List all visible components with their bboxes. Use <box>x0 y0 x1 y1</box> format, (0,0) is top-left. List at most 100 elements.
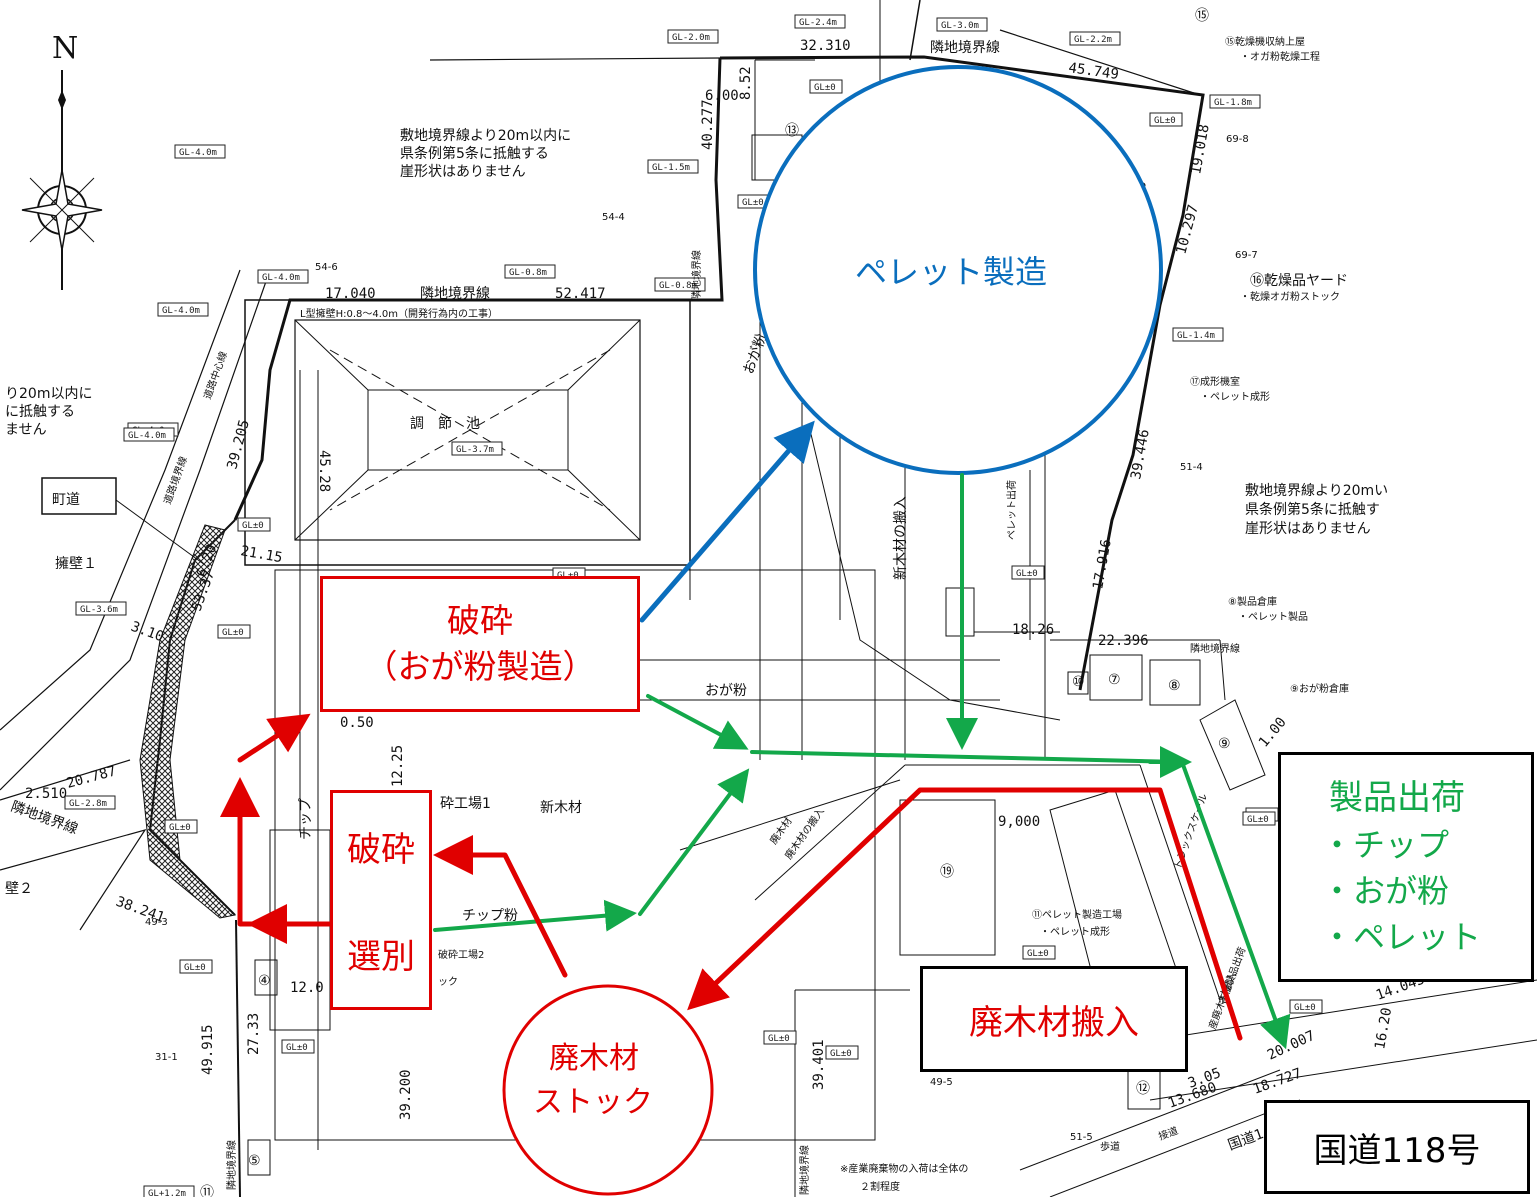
gl-tag: GL-3.0m <box>936 17 988 32</box>
gl-tag: GL±0 <box>237 517 271 532</box>
facility-number: ⑲ <box>940 864 954 880</box>
parcel-label: 49-3 <box>145 917 168 928</box>
dimension-label: 18.727 <box>1251 1065 1304 1097</box>
facility-11-label: ⑪ペレット製造工場 <box>1032 908 1122 921</box>
dimension-label: 27.33 <box>246 1013 262 1055</box>
facility-number: ⑮ <box>1195 8 1209 24</box>
crush-sort-line-1: 破砕 <box>347 830 415 870</box>
gl-tag-text: GL-4.0m <box>262 273 300 283</box>
dimension-label: 21.15 <box>239 543 283 566</box>
dimension-label: 32.310 <box>800 38 851 54</box>
gl-tag: GL-2.4m <box>794 14 846 29</box>
waste-stock-circle <box>502 984 714 1196</box>
gl-tag: GL±0 <box>164 819 198 834</box>
dimension-label: 45.28 <box>316 450 332 492</box>
facility-15-sub: ・オガ粉乾燥工程 <box>1240 50 1320 63</box>
dimension-label: 17.916 <box>1090 538 1115 591</box>
dimension-label: 2.510 <box>25 786 67 802</box>
flow-arrow-to-pellet <box>639 420 815 623</box>
facility-number: ④ <box>258 973 271 989</box>
parcel-label: 54-6 <box>315 262 338 273</box>
road-boundary-label: 道路境界線 <box>161 455 190 506</box>
dimension-label: 39.446 <box>1128 428 1153 481</box>
east-note-line-1: 敷地境界線より20mい <box>1245 483 1388 499</box>
north-note-line-1: 敷地境界線より20m以内に <box>400 128 571 144</box>
dimension-label: 12.0 <box>290 980 324 996</box>
gl-tag: GL-2.8m <box>64 795 116 810</box>
gl-tag-text: GL+1.2m <box>148 1189 186 1197</box>
dimension-label: 3.10 <box>129 619 166 646</box>
crush-factory-1-label: 砕工場1 <box>440 796 491 812</box>
gl-tag: GL-4.0m <box>123 427 175 442</box>
ship-box: 製品出荷 ・チップ ・おが粉 ・ペレット <box>1278 752 1534 982</box>
haiki-in-label: 廃木材の搬入 <box>782 805 827 862</box>
north-note-line-3: 崖形状はありません <box>400 164 526 180</box>
gl-tag: GL-0.8m <box>504 264 556 279</box>
facility-15-label: ⑮乾燥機収納上屋 <box>1225 35 1305 48</box>
flow-arrow-to-crush <box>237 713 311 763</box>
pellet-out-label: ペレット出荷 <box>1005 480 1018 540</box>
flow-arrow-ogako-out <box>646 694 749 750</box>
pond-label: 調 節 池 <box>410 415 480 432</box>
crush-ogako-line-1: 破砕 <box>447 601 513 640</box>
site-internal-lines <box>247 0 1537 1197</box>
dimension-label: 10.297 <box>1173 203 1202 256</box>
haiki-label: 廃木材 <box>767 815 795 847</box>
facility-number: ⑦ <box>1108 672 1121 688</box>
gl-tag: GL±0 <box>281 1039 315 1054</box>
gl-tag: GL-2.2m <box>1069 31 1121 46</box>
facility-17-label: ⑰成形機室 <box>1190 375 1240 388</box>
dimension-label: 9,000 <box>998 814 1040 830</box>
gl-tag: GL±0 <box>1289 999 1323 1014</box>
junction-label: 接道 <box>1157 1124 1180 1143</box>
chip-out-label: チップ粉 <box>462 908 518 924</box>
crush-sort-line-2: 選別 <box>347 937 415 977</box>
facility-16-sub: ・乾燥オガ粉ストック <box>1240 290 1340 303</box>
dimension-label: 52.417 <box>555 286 606 302</box>
flow-arrow-waste-in <box>687 787 1243 1041</box>
dimension-label: 22.396 <box>1098 633 1149 649</box>
gl-tag: GL±0 <box>217 624 251 639</box>
gl-tag-text: GL-4.0m <box>162 306 200 316</box>
facility-16-label: ⑯乾燥品ヤード <box>1250 273 1348 289</box>
boundary-label-3: 隣地境界線 <box>1190 642 1240 655</box>
gl-tag-text: GL±0 <box>1247 815 1269 825</box>
retaining-wall-hatch <box>139 524 237 919</box>
gl-tag-text: GL-4.0m <box>128 431 166 441</box>
ship-title: 製品出荷 <box>1329 778 1465 818</box>
gl-tag-text: GL-3.6m <box>80 605 118 615</box>
town-road-sign: 町道 <box>41 477 206 566</box>
compass-rose-icon: N <box>21 31 103 290</box>
gl-tag-text: GL-1.4m <box>1177 331 1215 341</box>
gl-tag: GL±0 <box>1149 112 1183 127</box>
gl-tag: GL+1.2m <box>143 1185 195 1197</box>
dimension-label: 19.018 <box>1188 123 1213 176</box>
boundary-label-2: 隣地境界線 <box>930 40 1000 56</box>
waste-in-label: 廃木材搬入 <box>969 1002 1139 1043</box>
waste-stock-line-2: ストック <box>533 1085 653 1120</box>
crush-ogako-line-2: （おが粉製造） <box>364 647 596 686</box>
crush-sort-box: 破砕 選別 <box>330 790 432 1010</box>
gl-tag-text: GL±0 <box>768 1034 790 1044</box>
gl-tag: GL-1.5m <box>647 159 699 174</box>
dimension-label: 1.00 <box>1256 714 1290 750</box>
bottom-note-line-1: ※産業廃棄物の入荷は全体の <box>840 1162 968 1175</box>
boundary-label-s: 隣地境界線 <box>798 1145 811 1195</box>
west-note-line-2: に抵触する <box>5 404 75 420</box>
l-wall-label: L型擁壁H:0.8～4.0m（開発行為内の工事） <box>300 307 498 320</box>
dimension-label: 49.915 <box>200 1024 216 1075</box>
gl-tag: GL-1.4m <box>1172 327 1224 342</box>
ship-item-chip: ・チップ <box>1321 826 1450 864</box>
gl-tag-text: GL±0 <box>1154 116 1176 126</box>
gl-tag-text: GL-0.8m <box>659 281 697 291</box>
town-road <box>0 269 271 931</box>
flow-arrow-sort-loop <box>220 777 333 927</box>
gl-tag-text: GL±0 <box>1016 569 1038 579</box>
gl-tag: GL±0 <box>1022 945 1056 960</box>
flow-arrows <box>220 420 1291 1050</box>
gl-tag-text: GL±0 <box>814 83 836 93</box>
facility-number: ⑩ <box>1072 674 1085 690</box>
